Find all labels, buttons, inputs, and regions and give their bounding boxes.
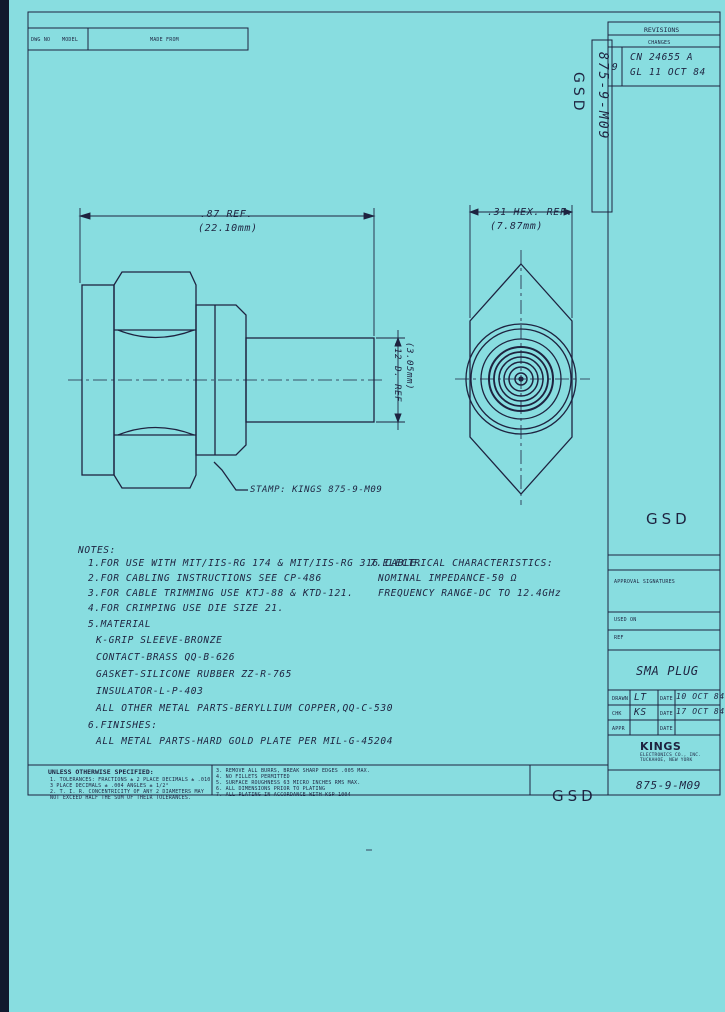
checked-date: 17 OCT 84 <box>676 707 725 716</box>
tolerance-line: 7. ALL PLATING IN ACCORDANCE WITH KSP 10… <box>216 792 351 798</box>
revisions-changes-header: CHANGES <box>648 40 671 46</box>
drawing-title: SMA PLUG <box>636 664 699 678</box>
tolerance-line: 6. ALL DIMENSIONS PRIOR TO PLATING <box>216 786 326 792</box>
note-line: K-GRIP SLEEVE-BRONZE <box>96 635 223 646</box>
hex-dim-mm: (7.87mm) <box>490 221 543 232</box>
made-from-label: MADE FROM <box>150 37 179 43</box>
gsd-mark-right: GSD <box>646 510 691 528</box>
drawn-date-label: DATE <box>660 696 673 702</box>
note-line: INSULATOR-L-P-403 <box>96 686 204 697</box>
tolerances-title: UNLESS OTHERWISE SPECIFIED: <box>48 768 154 776</box>
diameter-dim-label: .12 D. REF <box>392 342 402 403</box>
title-block-drawing-number: 875-9-M09 <box>636 779 702 792</box>
vertical-gsd-mark: GSD <box>570 72 586 115</box>
note-line: 4.FOR CRIMPING USE DIE SIZE 21. <box>88 603 284 614</box>
company-sub: ELECTRONICS CO., INC. <box>640 753 702 758</box>
hex-dimension <box>468 205 574 318</box>
revision-letter: 9 <box>612 62 619 73</box>
tolerance-line: NOT EXCEED HALF THE SUM OF THEIR TOLERAN… <box>50 795 192 801</box>
left-border <box>0 0 9 1012</box>
company-name: KINGS <box>640 740 682 753</box>
header-box <box>27 27 249 51</box>
notes-title: NOTES: <box>78 545 116 556</box>
tolerance-line: 2. T. I. R. CONCENTRICITY OF ANY 2 DIAME… <box>50 789 205 795</box>
revisions-box <box>607 21 721 87</box>
note-line: 3.FOR CABLE TRIMMING USE KTJ-88 & KTD-12… <box>88 588 354 599</box>
electrical-impedance: NOMINAL IMPEDANCE-50 Ω <box>378 573 518 584</box>
note-line: GASKET-SILICONE RUBBER ZZ-R-765 <box>96 669 292 680</box>
stamp-note: STAMP: KINGS 875-9-M09 <box>250 485 383 495</box>
ref-label: REF <box>614 635 624 641</box>
tolerance-line: 4. NO FILLETS PERMITTED <box>216 774 290 780</box>
note-line: 6.FINISHES: <box>88 720 158 731</box>
length-dim-label: .87 REF. <box>200 209 253 220</box>
note-line: 5.MATERIAL <box>88 619 152 630</box>
note-line: 2.FOR CABLING INSTRUCTIONS SEE CP-486 <box>88 573 322 584</box>
model-label: MODEL <box>62 37 79 43</box>
dwg-no-label: DWG NO <box>31 37 51 43</box>
drawn-label: DRAWN <box>612 696 629 702</box>
note-line: 1.FOR USE WITH MIT/IIS-RG 174 & MIT/IIS-… <box>88 558 423 569</box>
hex-dim-label: .31 HEX. REF. <box>487 207 574 218</box>
vertical-part-box <box>591 39 613 213</box>
note-line: ALL METAL PARTS-HARD GOLD PLATE PER MIL-… <box>96 736 394 747</box>
drawn-date: 10 OCT 84 <box>676 692 725 701</box>
company-logo: KINGS ELECTRONICS CO., INC. TUCKAHOE, NE… <box>640 740 702 763</box>
electrical-frequency: FREQUENCY RANGE-DC TO 12.4GHz <box>378 588 562 599</box>
used-on-label: USED ON <box>614 617 637 623</box>
revisions-title: REVISIONS <box>644 26 680 34</box>
note-line: ALL OTHER METAL PARTS-BERYLLIUM COPPER,Q… <box>96 703 394 714</box>
checked-label: CHK <box>612 711 622 717</box>
checked-date-label: DATE <box>660 711 673 717</box>
gsd-mark-bottom: GSD <box>552 787 597 805</box>
vertical-part-number: 875-9-M09 <box>595 52 610 141</box>
checked-by: KS <box>634 707 647 718</box>
revision-line-1: CN 24655 A <box>630 52 694 63</box>
drawn-by: LT <box>634 692 647 703</box>
note-line: CONTACT-BRASS QQ-B-626 <box>96 652 236 663</box>
approved-date-label: DATE <box>660 726 673 732</box>
tolerance-line: 3. REMOVE ALL BURRS, BREAK SHARP EDGES .… <box>216 768 371 774</box>
tolerance-line: 3 PLACE DECIMALS ± .004 ANGLES ± 1/2° <box>50 783 169 789</box>
tolerance-line: 1. TOLERANCES: FRACTIONS ± 2 PLACE DECIM… <box>50 777 211 783</box>
revision-line-2: GL 11 OCT 84 <box>630 67 706 78</box>
diameter-dimension <box>376 330 405 430</box>
tolerance-line: 5. SURFACE ROUGHNESS 63 MICRO INCHES RMS… <box>216 780 361 786</box>
diameter-dim-mm: (3.05mm) <box>404 342 414 391</box>
side-view <box>81 271 375 491</box>
length-dimension <box>78 208 376 336</box>
approvals-label: APPROVAL SIGNATURES <box>614 579 675 585</box>
electrical-title: 7.ELECTRICAL CHARACTERISTICS: <box>370 558 554 569</box>
company-address: TUCKAHOE, NEW YORK <box>640 758 693 763</box>
length-dim-mm: (22.10mm) <box>198 223 258 234</box>
approved-label: APPR <box>612 726 625 732</box>
sheet-border <box>27 11 721 796</box>
